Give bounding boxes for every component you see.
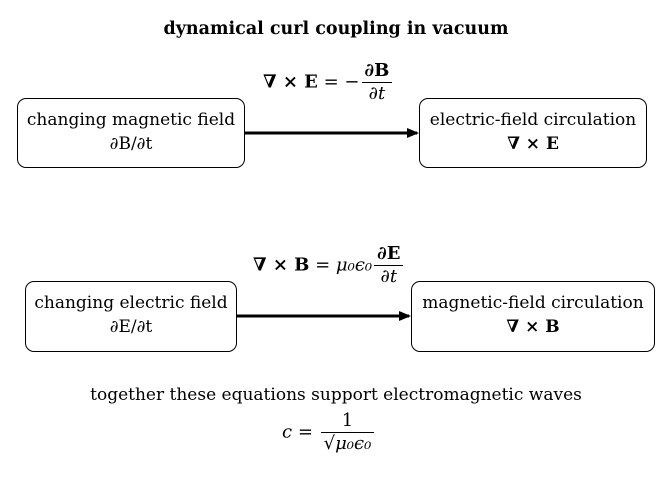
speed-lhs: c [282, 421, 293, 443]
electric-circulation-label: electric-field circulation [429, 110, 637, 130]
changing-magnetic-field-box: changing magnetic field ∂B/∂t [17, 98, 245, 168]
faraday-fraction: ∂B∂t [361, 60, 393, 105]
ampere-fraction: ∂E∂t [374, 243, 404, 288]
speed-of-light-formula: c = 1√μ₀ϵ₀ [282, 410, 376, 455]
electric-circulation-formula: ∇ × E [507, 134, 559, 154]
speed-fraction: 1√μ₀ϵ₀ [320, 410, 375, 455]
faraday-numerator: ∂B [361, 60, 393, 83]
ampere-rel: = μ₀ϵ₀ [309, 254, 373, 276]
magnetic-circulation-label: magnetic-field circulation [422, 293, 644, 313]
ampere-numerator: ∂E [374, 243, 404, 266]
faraday-lhs: ∇ × E [263, 71, 318, 93]
changing-electric-field-box: changing electric field ∂E/∂t [25, 281, 237, 352]
electric-field-circulation-box: electric-field circulation ∇ × E [419, 98, 647, 168]
speed-rel: = [292, 421, 319, 443]
faraday-equation: ∇ × E = −∂B∂t [263, 60, 394, 105]
magnetic-box-label: changing magnetic field [26, 110, 236, 130]
ampere-maxwell-equation: ∇ × B = μ₀ϵ₀∂E∂t [253, 243, 405, 288]
speed-numerator: 1 [320, 410, 375, 433]
electric-box-label: changing electric field [34, 293, 228, 313]
wave-note: together these equations support electro… [90, 385, 582, 405]
magnetic-circulation-formula: ∇ × B [506, 317, 560, 337]
ampere-lhs: ∇ × B [253, 254, 310, 276]
speed-denominator: √μ₀ϵ₀ [323, 433, 372, 454]
faraday-denominator: ∂t [368, 83, 386, 104]
ampere-denominator: ∂t [380, 266, 398, 287]
faraday-rel: = − [317, 71, 360, 93]
diagram-title: dynamical curl coupling in vacuum [163, 19, 509, 39]
magnetic-box-formula: ∂B/∂t [109, 134, 153, 154]
electric-box-formula: ∂E/∂t [109, 317, 153, 337]
magnetic-field-circulation-box: magnetic-field circulation ∇ × B [411, 281, 655, 352]
